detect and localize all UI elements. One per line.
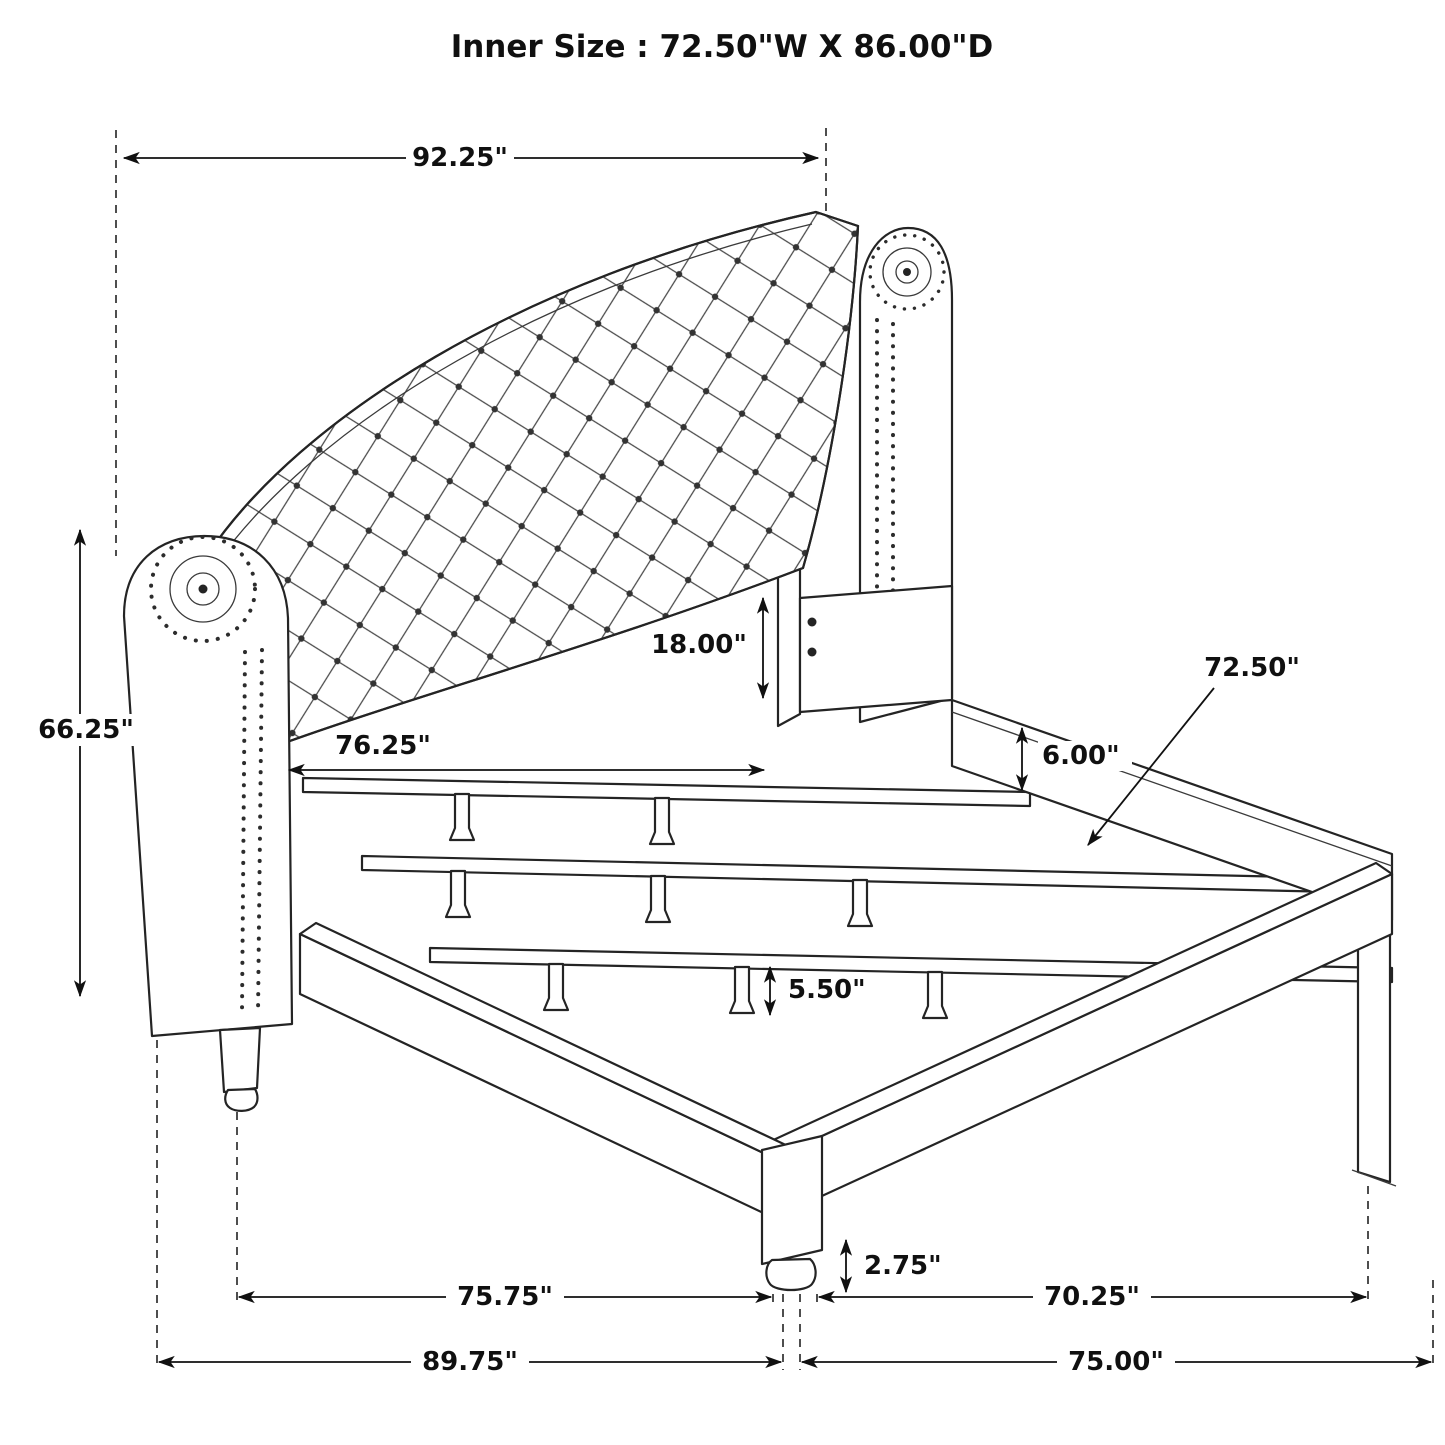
left-scroll-post xyxy=(122,534,294,1112)
dim-label-inner-depth: 75.75" xyxy=(457,1282,553,1312)
dim-leader-inner-width xyxy=(1087,687,1215,846)
dim-label-bg xyxy=(1038,741,1132,771)
left-bun-foot xyxy=(224,1087,259,1112)
slat-rail-2 xyxy=(360,854,1340,894)
slat-leg xyxy=(448,792,476,842)
base-rails xyxy=(298,861,1394,1292)
dim-label-bg xyxy=(411,1346,529,1378)
right-volute-center xyxy=(903,268,911,276)
slat-leg xyxy=(444,869,472,919)
dim-label-bg xyxy=(446,1281,564,1313)
dim-label-panel-width: 76.25" xyxy=(335,731,431,761)
dim-label-side-rail-length: 75.00" xyxy=(1068,1347,1164,1377)
left-leg xyxy=(218,1026,262,1094)
rail-bracket-plate xyxy=(798,584,954,714)
bolt-icon xyxy=(807,647,817,657)
dim-label-overall-depth: 89.75" xyxy=(422,1347,518,1377)
dim-label-bg xyxy=(646,630,752,660)
dim-label-bg xyxy=(784,975,872,1005)
dim-label-support-leg: 5.50" xyxy=(788,975,866,1005)
bolt-icon xyxy=(807,617,817,627)
slat-rail-1 xyxy=(301,776,1032,808)
dim-label-bg xyxy=(406,142,514,174)
slat-leg xyxy=(846,878,874,928)
left-post-face xyxy=(122,534,294,1038)
left-volute-nailheads-icon xyxy=(149,535,257,643)
tufting-pattern-icon xyxy=(208,212,858,742)
slat-leg xyxy=(921,970,949,1020)
dim-label-bg xyxy=(860,1251,948,1281)
right-volute-nailheads-icon xyxy=(868,233,946,311)
dim-label-bg xyxy=(328,731,438,761)
dim-label-overall-width: 92.25" xyxy=(412,143,508,173)
dim-label-rail-height: 18.00" xyxy=(651,630,747,660)
rear-leg-base-line xyxy=(1351,1169,1397,1187)
right-volute-outer xyxy=(882,247,932,297)
dim-label-bg xyxy=(1057,1346,1175,1378)
left-volute-outer xyxy=(169,555,237,623)
slat-leg-measured xyxy=(728,965,756,1015)
dim-label-headboard-height: 66.25" xyxy=(38,715,134,745)
dim-label-bg xyxy=(1033,1281,1151,1313)
slat-leg xyxy=(542,962,570,1012)
rear-leg xyxy=(1356,906,1392,1184)
slat-leg xyxy=(644,874,672,924)
dim-label-side-rail-height: 6.00" xyxy=(1042,741,1120,771)
left-volute-inner xyxy=(186,572,220,606)
dim-label-footboard-side: 70.25" xyxy=(1044,1282,1140,1312)
tufted-headboard xyxy=(206,210,860,744)
right-volute-inner xyxy=(895,260,919,284)
dimensions: 92.25" 66.25" 76.25" 18.00" 6.00" 72.50"… xyxy=(36,142,1433,1378)
dim-label-foot-height: 2.75" xyxy=(864,1251,942,1281)
slat-leg xyxy=(648,796,676,846)
left-post-nailhead-row-icon xyxy=(240,650,247,1014)
front-corner-post xyxy=(760,1134,824,1266)
page-title: Inner Size : 72.50"W X 86.00"D xyxy=(451,29,994,65)
headboard-top-piping xyxy=(215,223,813,565)
left-volute-center xyxy=(198,584,208,594)
front-bun-foot xyxy=(765,1257,817,1292)
dim-label-inner-width: 72.50" xyxy=(1204,653,1300,683)
near-rail-face xyxy=(298,932,776,1220)
projection-guides xyxy=(115,128,1434,1370)
dim-label-bg xyxy=(36,714,136,746)
